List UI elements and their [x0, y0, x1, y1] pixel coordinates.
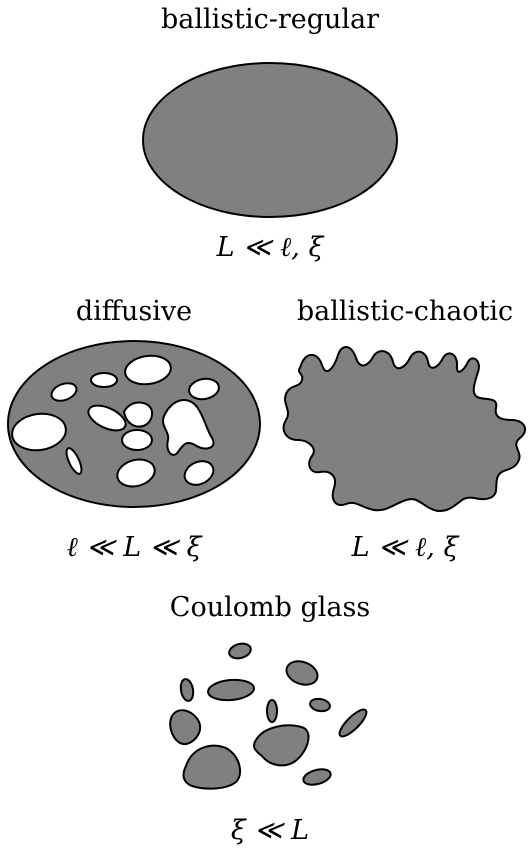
puddle: [302, 767, 333, 788]
puddle: [184, 746, 241, 789]
puddle: [207, 678, 255, 702]
puddle: [170, 710, 200, 744]
scatterer-hole: [91, 373, 117, 387]
diffusive-sample: [8, 341, 260, 507]
regular-ellipse: [143, 63, 397, 217]
chaotic-cavity: [284, 347, 525, 511]
puddle: [228, 641, 253, 660]
puddle: [267, 700, 277, 722]
coulomb-glass-puddles: [170, 641, 370, 788]
puddle: [254, 725, 309, 765]
puddle: [283, 657, 321, 689]
puddle: [309, 697, 331, 712]
puddle: [179, 678, 195, 702]
puddle: [336, 706, 370, 740]
scatterer-hole: [122, 430, 152, 450]
